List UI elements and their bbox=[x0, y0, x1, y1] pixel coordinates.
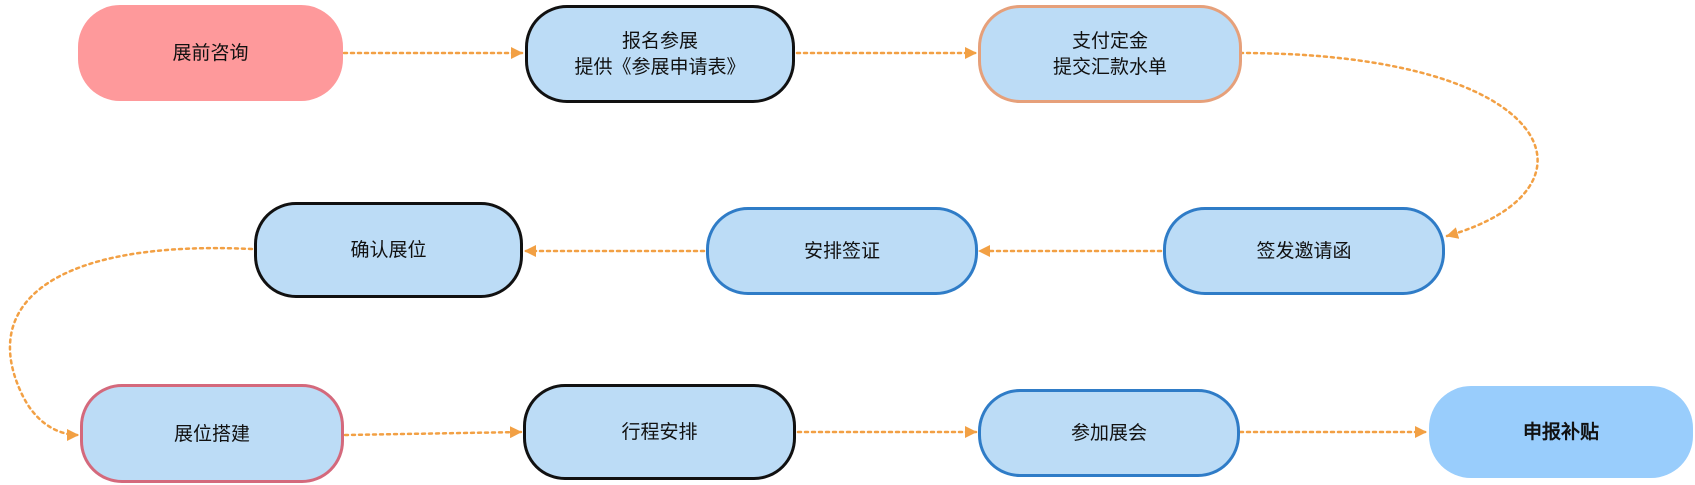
step-label: 申报补贴 bbox=[1522, 421, 1599, 443]
step-label: 签发邀请函 bbox=[1256, 240, 1352, 262]
step-label: 确认展位 bbox=[350, 239, 427, 261]
step-label: 行程安排 bbox=[621, 421, 698, 443]
step-label-line2: 提供《参展申请表》 bbox=[574, 56, 746, 78]
arrow-setup-to-itinerary bbox=[343, 426, 523, 439]
step-label: 展前咨询 bbox=[172, 42, 249, 64]
step-attend-exhibition[interactable]: 参加展会 bbox=[978, 389, 1240, 477]
step-confirm-booth[interactable]: 确认展位 bbox=[254, 202, 523, 298]
step-arrange-visa[interactable]: 安排签证 bbox=[706, 207, 978, 295]
step-label-line1: 支付定金 bbox=[1071, 30, 1148, 52]
step-label: 安排签证 bbox=[803, 240, 880, 262]
step-pay-deposit[interactable]: 支付定金 提交汇款水单 bbox=[978, 5, 1242, 103]
step-label-line2: 提交汇款水单 bbox=[1052, 56, 1167, 78]
step-booth-construction[interactable]: 展位搭建 bbox=[80, 384, 344, 483]
step-register[interactable]: 报名参展 提供《参展申请表》 bbox=[525, 5, 795, 103]
step-apply-subsidy[interactable]: 申报补贴 bbox=[1429, 386, 1693, 478]
step-label: 展位搭建 bbox=[173, 422, 250, 445]
step-itinerary[interactable]: 行程安排 bbox=[523, 384, 796, 480]
step-exhibition-consultation[interactable]: 展前咨询 bbox=[78, 5, 343, 101]
step-label: 参加展会 bbox=[1070, 422, 1147, 444]
step-issue-invitation[interactable]: 签发邀请函 bbox=[1163, 207, 1445, 295]
step-label-line1: 报名参展 bbox=[621, 30, 698, 52]
arrow-deposit-to-invitation bbox=[1238, 51, 1539, 239]
arrow-booth-to-setup bbox=[8, 246, 254, 441]
